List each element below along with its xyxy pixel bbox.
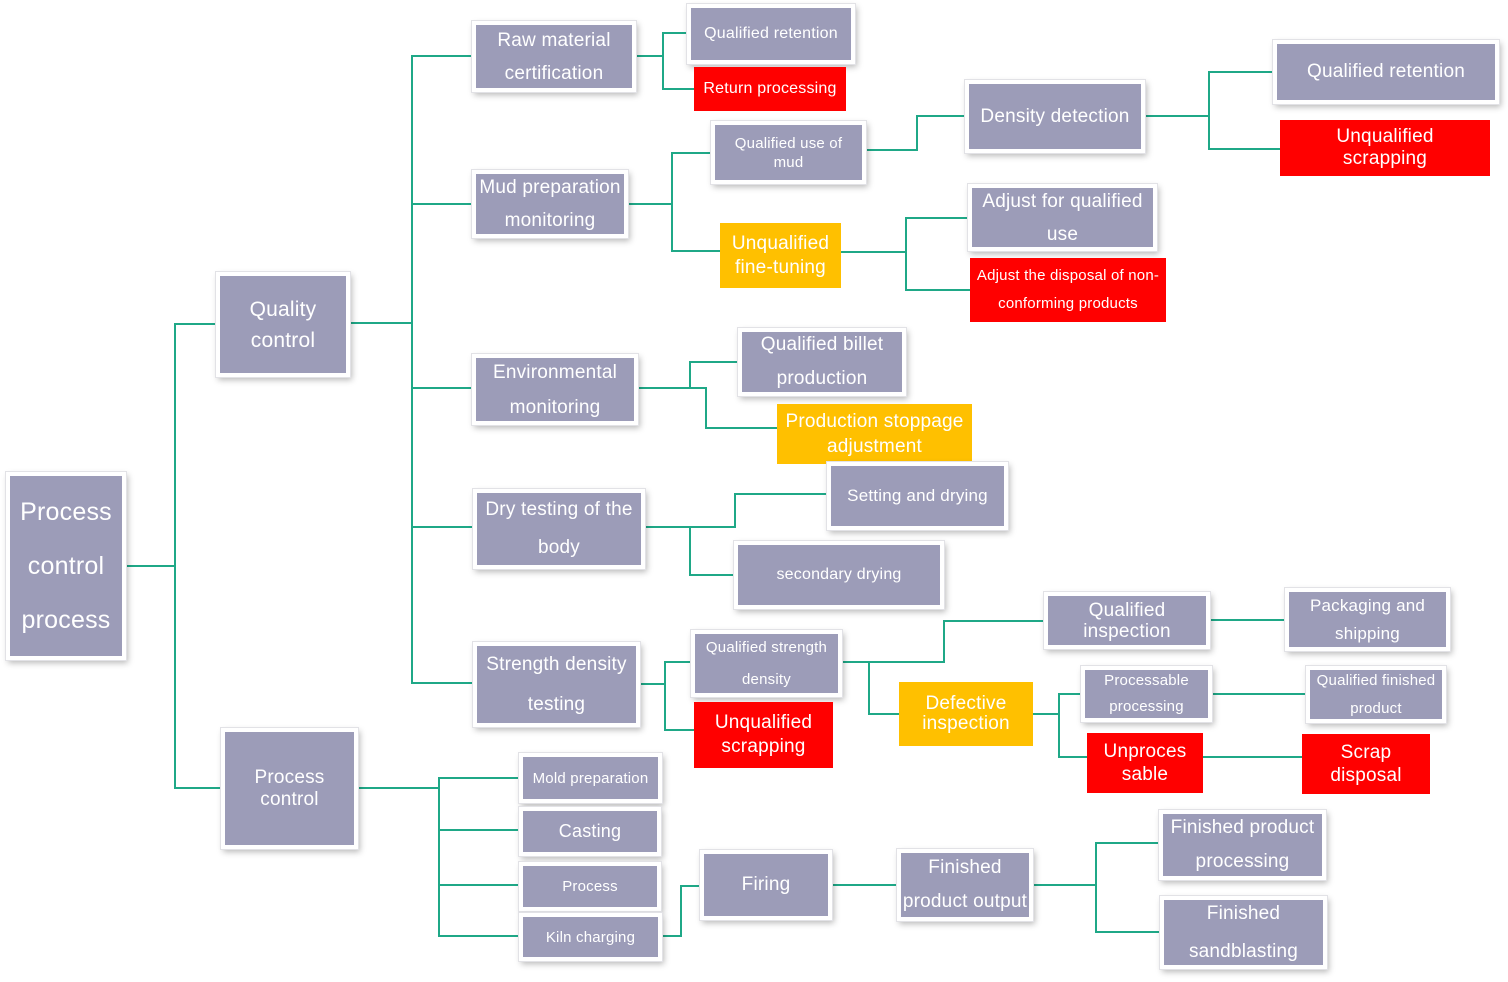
connector-line <box>1033 693 1081 715</box>
connector-line <box>640 683 694 731</box>
node-strength-unqualified-scrapping: Unqualified scrapping <box>694 702 833 768</box>
connector-line <box>636 32 687 57</box>
connector-line <box>866 115 965 151</box>
node-unqualified-fine-tuning: Unqualified fine-tuning <box>720 223 841 288</box>
node-density-detection: Density detection <box>965 80 1145 153</box>
node-density-qualified-retention: Qualified retention <box>1273 40 1499 104</box>
connector-line <box>628 203 720 252</box>
connector-line <box>350 322 473 684</box>
node-processable-processing: Processable processing <box>1081 666 1212 722</box>
connector-line <box>841 217 968 253</box>
connector-line <box>645 493 827 528</box>
node-qualified-strength-density: Qualified strength density <box>691 630 842 697</box>
connector-line <box>640 661 691 685</box>
node-strength-density-testing: Strength density testing <box>473 642 640 727</box>
connector-line <box>1145 115 1280 150</box>
node-environmental-monitoring: Environmental monitoring <box>472 354 638 425</box>
node-finished-product-processing: Finished product processing <box>1159 810 1326 880</box>
connector-line <box>638 387 777 429</box>
node-qualified-inspection: Qualified inspection <box>1044 592 1210 649</box>
node-packaging-and-shipping: Packaging and shipping <box>1285 588 1450 651</box>
node-kiln-charging: Kiln charging <box>519 913 662 961</box>
connector-line <box>638 361 738 389</box>
connector-line <box>628 152 711 205</box>
node-process-control: Process control <box>221 728 358 849</box>
connector-line <box>350 203 472 324</box>
connector-line <box>841 251 970 291</box>
node-return-processing: Return processing <box>694 67 846 111</box>
connector-line <box>636 55 694 90</box>
node-qualified-use-of-mud: Qualified use of mud <box>711 121 866 184</box>
connector-line <box>842 620 1044 663</box>
connector-line <box>126 565 221 789</box>
connector-line <box>662 885 700 937</box>
connector-line <box>1033 713 1087 758</box>
node-finished-product-output: Finished product output <box>897 849 1033 921</box>
connector-line <box>1033 884 1160 933</box>
connector-line <box>1145 71 1273 117</box>
node-process-control-process: Process control process <box>6 472 126 660</box>
node-dry-testing: Dry testing of the body <box>473 489 645 569</box>
connector-line <box>358 787 519 937</box>
node-setting-and-drying: Setting and drying <box>827 462 1008 530</box>
node-adjust-for-qualified-use: Adjust for qualified use <box>968 184 1157 251</box>
node-qualified-finished-product: Qualified finished product <box>1306 666 1446 723</box>
node-qualified-billet-production: Qualified billet production <box>738 328 906 396</box>
connector-line <box>358 777 519 789</box>
node-secondary-drying: secondary drying <box>734 541 944 609</box>
node-mud-preparation-monitoring: Mud preparation monitoring <box>472 170 628 238</box>
connector-line <box>842 661 899 715</box>
node-defective-inspection: Defective inspection <box>899 682 1033 746</box>
node-production-stoppage-adjustment: Production stoppage adjustment <box>777 404 972 464</box>
node-unprocessable: Unproces sable <box>1087 733 1203 793</box>
node-raw-material-certification: Raw material certification <box>472 21 636 92</box>
node-adjust-disposal-nonconforming: Adjust the disposal of non- conforming p… <box>970 258 1166 322</box>
node-casting: Casting <box>519 807 661 856</box>
node-scrap-disposal: Scrap disposal <box>1302 734 1430 794</box>
connector-line <box>645 526 734 576</box>
node-firing: Firing <box>700 850 832 920</box>
node-finished-sandblasting: Finished sandblasting <box>1160 896 1327 969</box>
connector-line <box>1033 842 1159 886</box>
node-process: Process <box>519 862 661 911</box>
node-density-unqualified-scrapping: Unqualified scrapping <box>1280 120 1490 176</box>
node-raw-qualified-retention: Qualified retention <box>687 4 855 64</box>
connector-line <box>126 323 216 567</box>
node-mold-preparation: Mold preparation <box>519 753 662 803</box>
node-quality-control: Quality control <box>216 272 350 377</box>
